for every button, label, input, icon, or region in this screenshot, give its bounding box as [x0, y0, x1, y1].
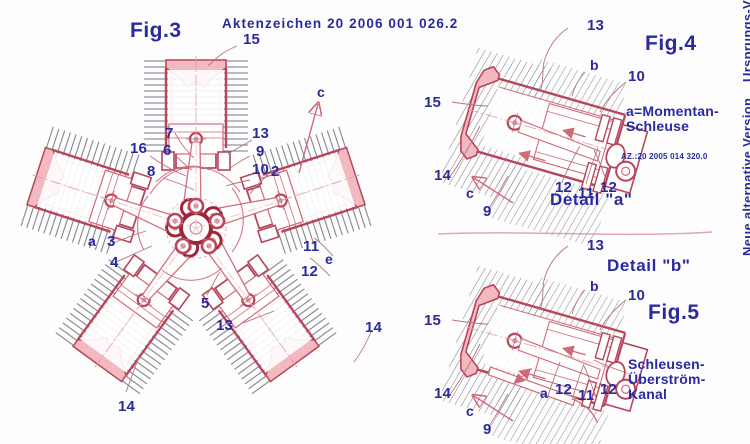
- fig3-callout-7: 7: [165, 125, 174, 142]
- fig5-callout-11: 11: [578, 387, 595, 404]
- fig4-side-label: Ursprungs-Version: [740, 0, 750, 82]
- fig3-callout-13-bottom: 13: [216, 317, 234, 334]
- fig5-callout-12-left: 12: [555, 381, 573, 398]
- fig4-callout-11: 11: [578, 185, 595, 202]
- fig3-callout-6: 6: [163, 142, 172, 159]
- fig5-callout-14: 14: [434, 385, 452, 402]
- fig3-caption: Fig.3: [130, 19, 182, 42]
- fig5-callout-a: a: [540, 385, 548, 401]
- fig5-callout-15: 15: [424, 312, 442, 329]
- fig3-callout-12: 12: [301, 263, 319, 280]
- fig4-callout-15: 15: [424, 94, 442, 111]
- fig5-callout-13: 13: [587, 237, 605, 254]
- fig4-callout-12-left: 12: [555, 179, 573, 196]
- fig3-callout-a: a: [88, 233, 96, 249]
- fig5-callout-12-right: 12: [600, 381, 618, 398]
- fig3-callout-4: 4: [110, 254, 119, 271]
- fig3-callout-14-left: 14: [118, 398, 136, 415]
- fig5-side-label: Neue alternative Version: [740, 97, 750, 256]
- fig5-callout-10: 10: [628, 287, 646, 304]
- fig4-detail-label: Detail "a": [550, 190, 633, 209]
- fig4-callout-c: c: [466, 185, 474, 201]
- fig3-callout-11: 11: [303, 238, 320, 255]
- fig4-caption: Fig.4: [645, 32, 697, 55]
- fig4-leaders: [448, 27, 627, 209]
- fig4-callout-9: 9: [483, 203, 492, 220]
- fig5-flow-arrow-c: [474, 396, 514, 422]
- fig4-callout-12-right: 12: [600, 179, 618, 196]
- fig3-callout-16: 16: [130, 140, 148, 157]
- fig4-note-momentan-schleuse: a=Momentan- Schleuse: [626, 103, 719, 135]
- fig5-callout-9: 9: [483, 421, 492, 438]
- fig4-callout-b: b: [590, 57, 599, 73]
- fig5-note-ueberstrom-kanal: Schleusen- Überström- Kanal: [628, 356, 706, 403]
- fig5-callout-c: c: [466, 403, 474, 419]
- fig5-leaders: [448, 245, 627, 427]
- fig3-callout-c: c: [317, 84, 325, 100]
- fig3-callout-e: e: [325, 251, 333, 267]
- fig3-callout-8: 8: [147, 163, 156, 180]
- fig3-radial-engine: [14, 45, 378, 400]
- fig4-callout-14: 14: [434, 167, 452, 184]
- fig4-flow-arrow-c: [474, 178, 514, 204]
- fig3-callout-14-right: 14: [365, 319, 383, 336]
- fig5-detail-label: Detail "b": [607, 256, 691, 275]
- document-title: Aktenzeichen 20 2006 001 026.2: [222, 16, 459, 31]
- fig3-callout-10: 10: [252, 161, 270, 178]
- fig4-callout-10: 10: [628, 68, 646, 85]
- fig3-callout-3: 3: [107, 233, 116, 250]
- fig3-callout-2: 2: [271, 163, 280, 180]
- fig3-callout-5: 5: [201, 295, 210, 312]
- fig3-callout-9: 9: [256, 143, 265, 160]
- fig5-detail-b: [434, 260, 662, 444]
- fig3-callout-13-top: 13: [252, 125, 270, 142]
- fig5-caption: Fig.5: [648, 301, 700, 324]
- fig3-callout-15: 15: [243, 31, 261, 48]
- fig4-reference-number: AZ.:20 2005 014 320.0: [621, 152, 708, 161]
- fig4-callout-13: 13: [587, 17, 605, 34]
- fig5-callout-b: b: [590, 278, 599, 294]
